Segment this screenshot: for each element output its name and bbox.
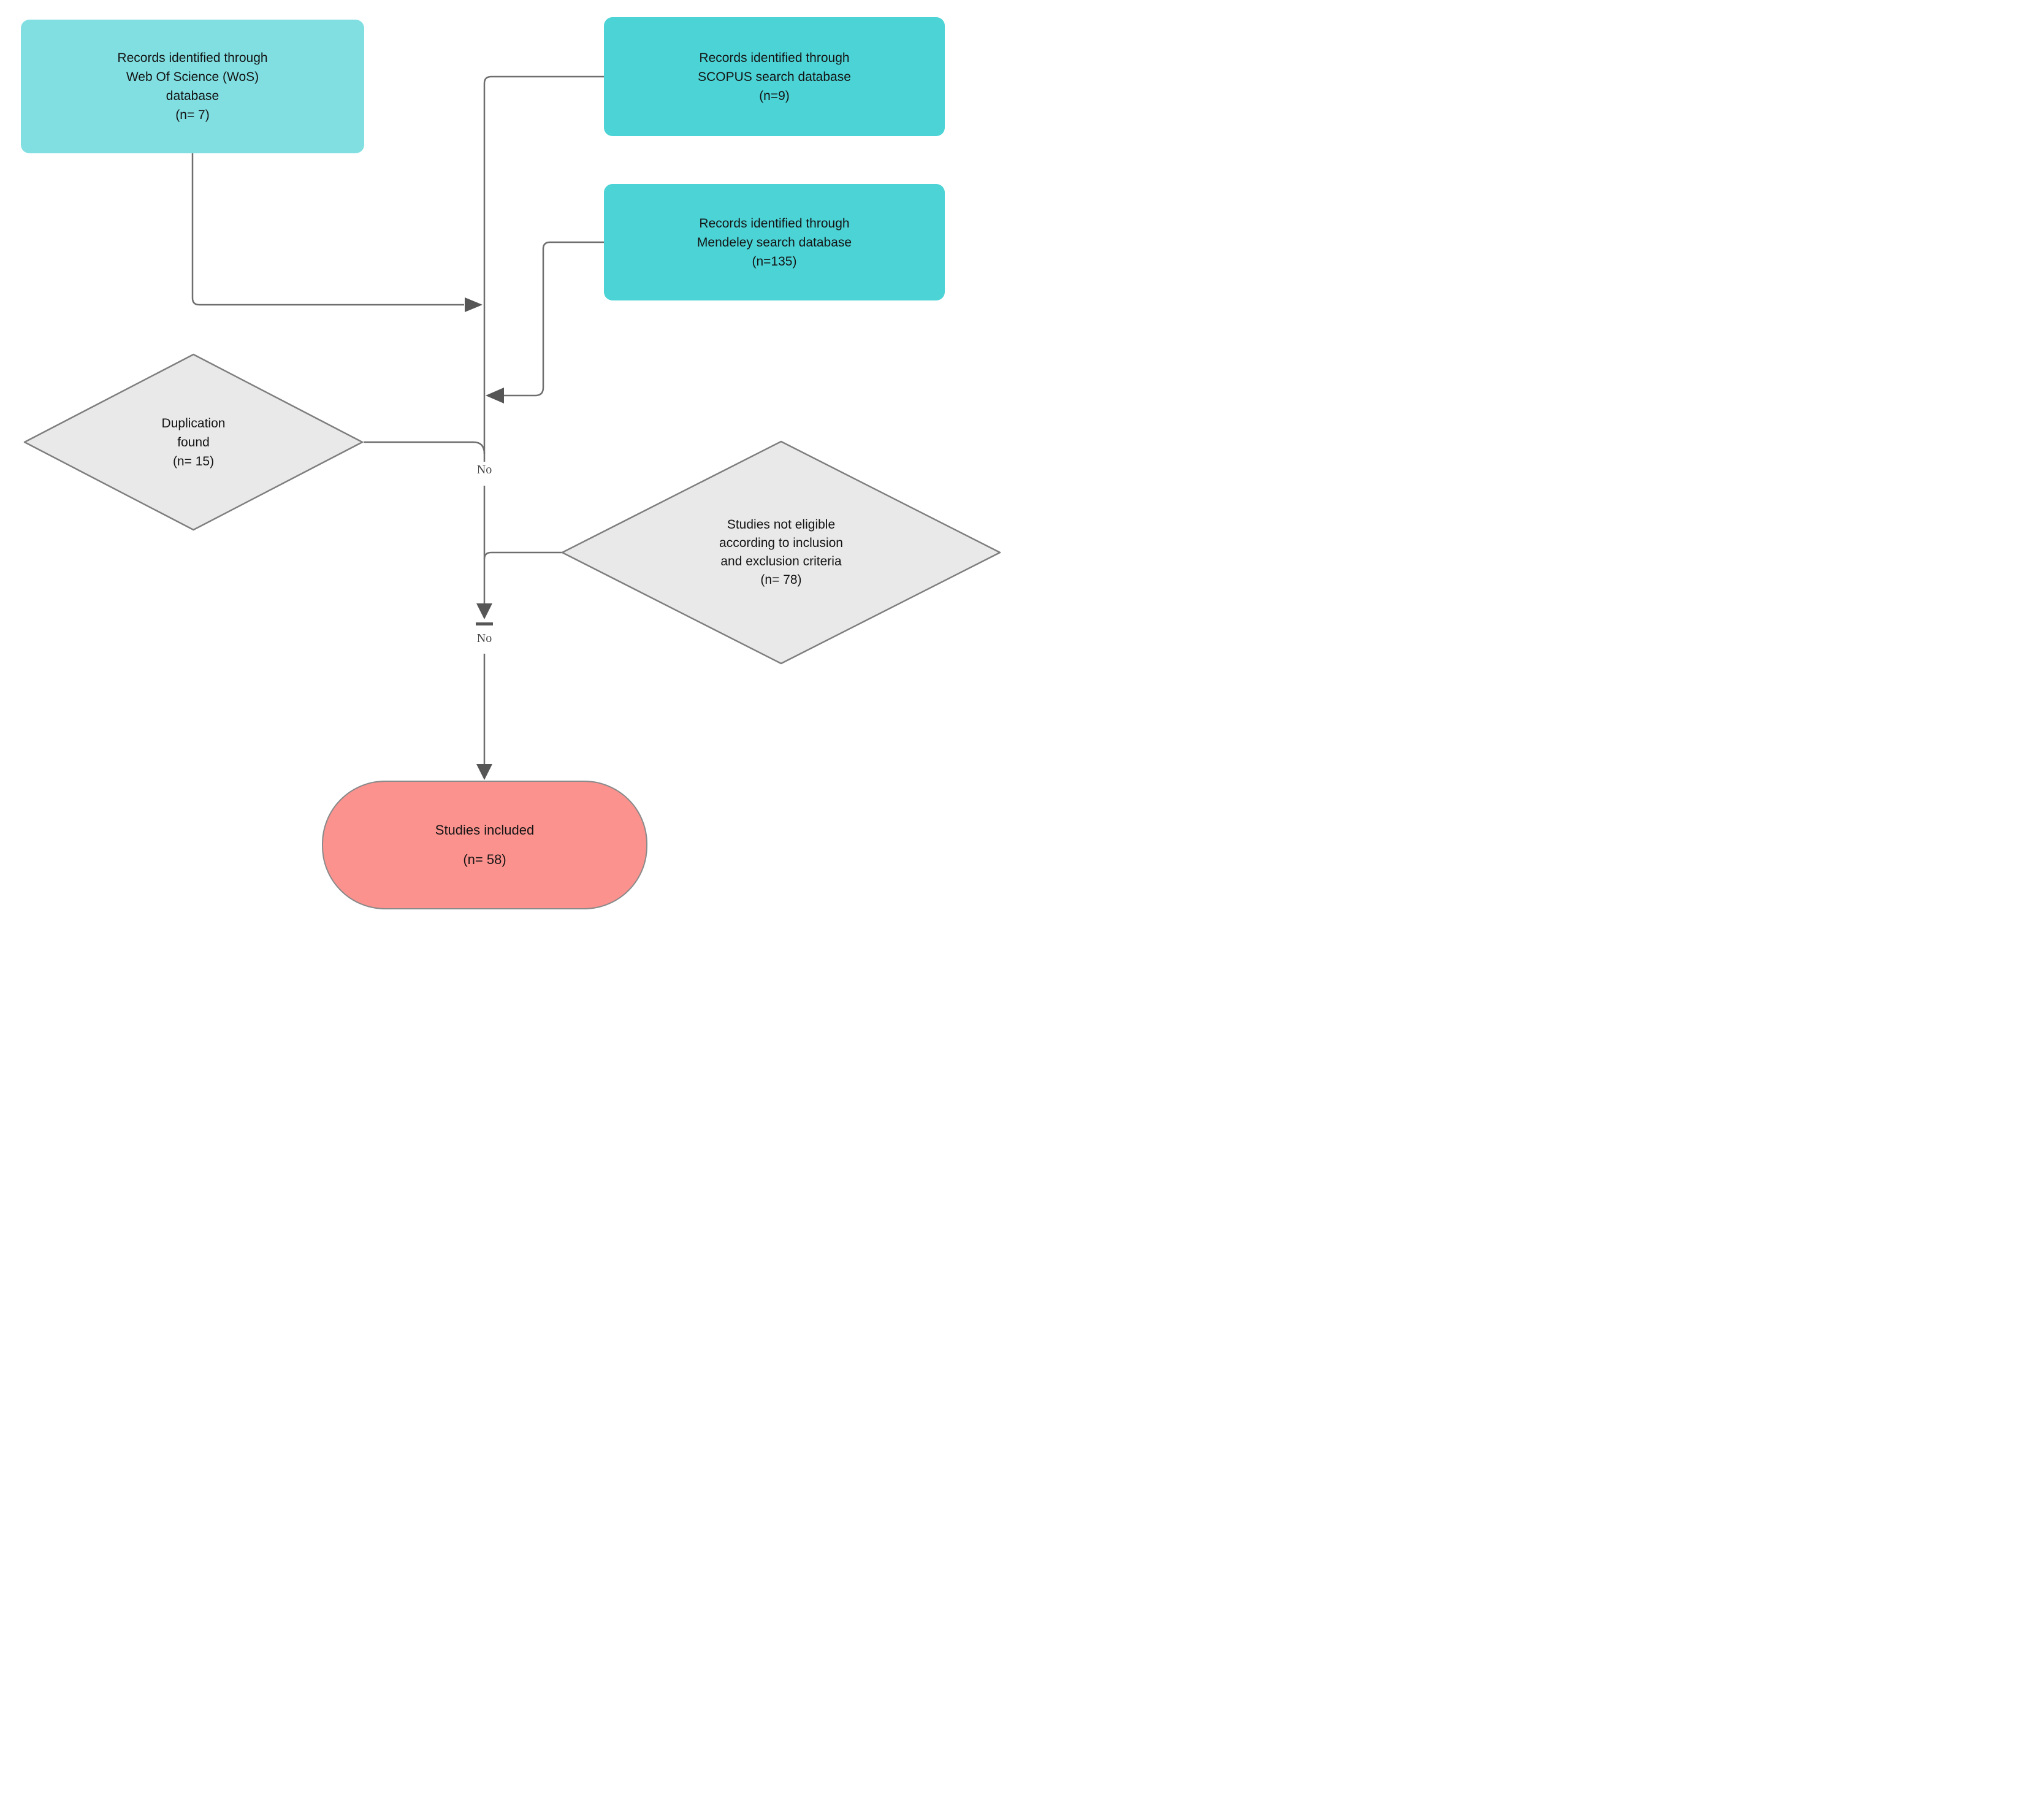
arrowhead-included-down-icon — [476, 764, 492, 780]
arrowhead-mid-tick-icon — [476, 622, 493, 625]
duplication-line: Duplication — [161, 416, 226, 430]
arrowhead-mid-down-icon — [476, 603, 492, 619]
included-line: (n= 58) — [463, 852, 506, 867]
edge-scopus-to-center — [483, 75, 604, 84]
mendeley-line: Records identified through — [699, 216, 850, 231]
not-eligible-diamond: Studies not eligible according to inclus… — [561, 440, 1001, 665]
not-eligible-line: Studies not eligible — [727, 518, 836, 532]
not-eligible-line: and exclusion criteria — [720, 554, 842, 568]
wos-box-text: Records identified through Web Of Scienc… — [117, 48, 267, 124]
wos-line: Records identified through — [117, 51, 268, 65]
edge-label-no-2: No — [466, 632, 503, 646]
scopus-box-text: Records identified through SCOPUS search… — [698, 48, 851, 105]
not-eligible-line: according to inclusion — [719, 536, 843, 550]
scopus-line: Records identified through — [699, 50, 850, 65]
duplication-diamond-shape — [23, 353, 364, 531]
duplication-diamond-text: Duplication found (n= 15) — [162, 414, 226, 471]
edge-mendeley-to-center — [497, 241, 604, 397]
duplication-diamond-polygon — [23, 353, 364, 531]
edge-label-no-1: No — [466, 463, 503, 477]
not-eligible-line: (n= 78) — [760, 573, 802, 587]
scopus-line: SCOPUS search database — [698, 69, 851, 84]
scopus-box: Records identified through SCOPUS search… — [604, 17, 945, 136]
mendeley-line: Mendeley search database — [696, 235, 852, 250]
edge-duplication-to-center — [364, 441, 486, 454]
not-eligible-diamond-polygon — [561, 440, 1001, 665]
scopus-line: (n=9) — [759, 88, 790, 103]
not-eligible-diamond-shape — [561, 440, 1001, 665]
arrowhead-mendeley-left-icon — [486, 388, 504, 403]
studies-included-capsule: Studies included (n= 58) — [322, 781, 647, 909]
arrowhead-wos-right-icon — [465, 297, 483, 312]
edge-center-to-not-eligible — [483, 551, 562, 560]
connector-layer — [191, 75, 604, 780]
mendeley-box-text: Records identified through Mendeley sear… — [697, 214, 852, 271]
mendeley-box: Records identified through Mendeley sear… — [604, 184, 945, 300]
included-line: Studies included — [435, 822, 535, 838]
edge-wos-to-center — [191, 153, 464, 306]
duplication-line: found — [177, 435, 210, 449]
wos-line: Web Of Science (WoS) — [126, 70, 259, 84]
wos-box: Records identified through Web Of Scienc… — [21, 20, 364, 153]
flowchart-canvas: Records identified through Web Of Scienc… — [0, 0, 1015, 911]
duplication-line: (n= 15) — [172, 454, 215, 468]
wos-line: database — [166, 89, 219, 103]
mendeley-line: (n=135) — [752, 254, 797, 269]
duplication-diamond: Duplication found (n= 15) — [23, 353, 364, 531]
not-eligible-diamond-text: Studies not eligible according to inclus… — [719, 516, 843, 589]
wos-line: (n= 7) — [175, 108, 210, 122]
studies-included-text: Studies included (n= 58) — [435, 821, 534, 869]
